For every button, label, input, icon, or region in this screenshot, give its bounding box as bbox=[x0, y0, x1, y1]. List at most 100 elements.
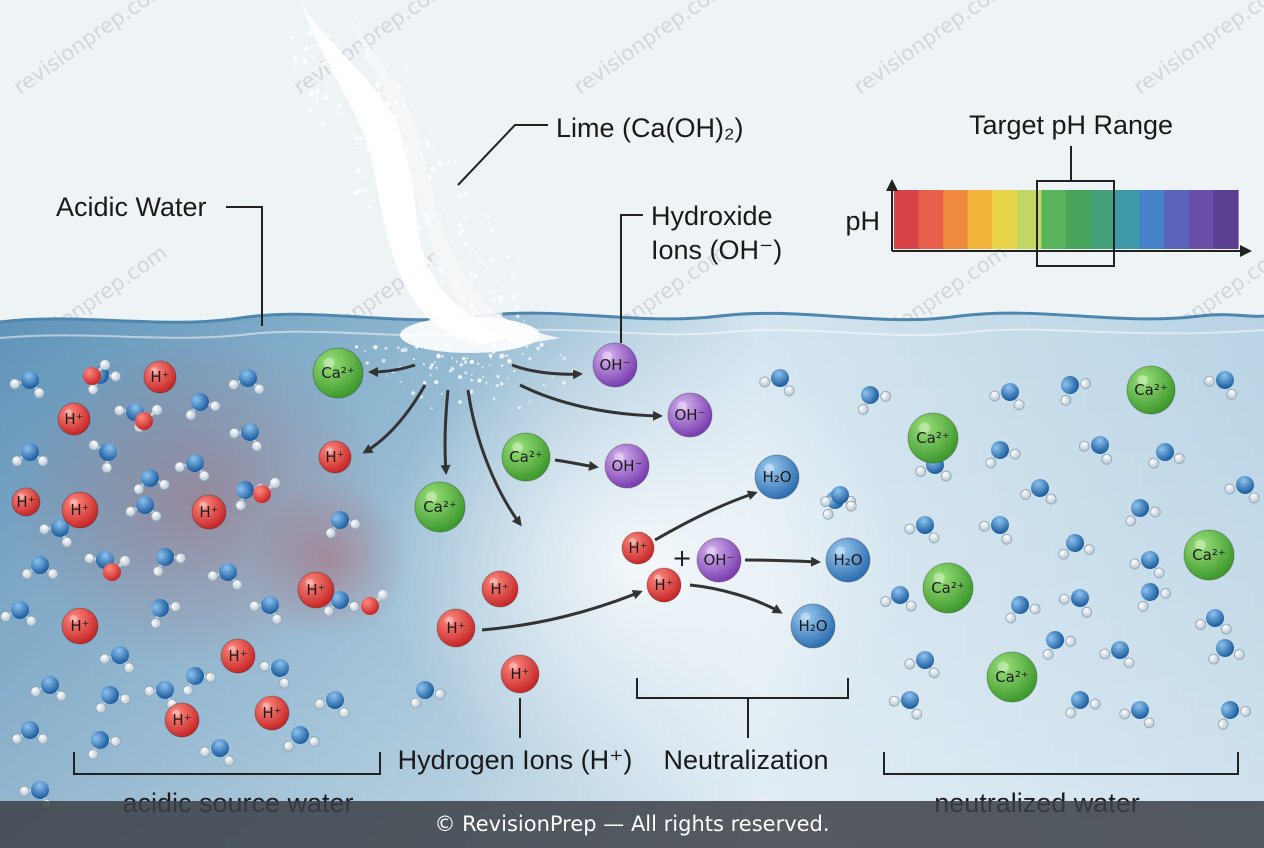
water-product: H₂O bbox=[754, 454, 800, 500]
lime-particle bbox=[351, 89, 355, 93]
hydrogen-ion-label: H⁺ bbox=[199, 503, 218, 521]
arrow-ca-to-oh bbox=[554, 458, 599, 471]
lime-particle bbox=[491, 344, 495, 347]
lime-particle bbox=[525, 345, 529, 349]
hydrogen-ion: H⁺ bbox=[254, 695, 290, 731]
ph-scale: pH bbox=[845, 179, 1252, 267]
lime-particle bbox=[458, 400, 462, 404]
water-molecule bbox=[11, 721, 49, 745]
water-molecule bbox=[143, 681, 178, 710]
water-molecule bbox=[1065, 691, 1101, 719]
lime-particle bbox=[377, 174, 382, 178]
calcium-ion: Ca²⁺ bbox=[907, 412, 959, 464]
water-molecule bbox=[820, 486, 857, 512]
lime-particle bbox=[496, 374, 500, 379]
lime-particle bbox=[432, 144, 435, 148]
calcium-ion-label: Ca²⁺ bbox=[931, 579, 965, 597]
lime-particle bbox=[302, 93, 305, 96]
lime-particle bbox=[425, 143, 430, 149]
lime-particle bbox=[382, 92, 385, 95]
hydrogen-ion-label: H⁺ bbox=[70, 617, 89, 635]
lime-particle bbox=[365, 54, 369, 59]
hydrogen-ion-label: H⁺ bbox=[150, 368, 169, 386]
lime-particle bbox=[472, 310, 477, 314]
ph-color-bar bbox=[894, 190, 1239, 249]
lime-particle bbox=[379, 223, 382, 226]
lime-particle bbox=[417, 225, 423, 231]
lime-particle bbox=[495, 383, 500, 388]
lime-powder-stream bbox=[282, 0, 576, 410]
lime-particle bbox=[448, 369, 452, 373]
ph-color-segment bbox=[1139, 190, 1165, 249]
lime-particle bbox=[542, 383, 545, 386]
lime-particle bbox=[496, 251, 499, 254]
water-molecule bbox=[985, 441, 1021, 469]
lime-particle bbox=[367, 129, 373, 135]
lime-particle bbox=[551, 376, 554, 379]
water-molecule bbox=[152, 548, 187, 577]
lime-particle bbox=[426, 275, 431, 279]
lime-particle bbox=[293, 61, 298, 66]
lime-particle bbox=[515, 305, 520, 310]
lime-particle bbox=[458, 375, 462, 379]
lime-particle bbox=[497, 311, 503, 317]
lime-particle bbox=[322, 94, 329, 100]
lime-particle bbox=[408, 267, 414, 273]
lime-particle bbox=[310, 109, 313, 112]
arrow-to-ca-1 bbox=[368, 363, 416, 377]
lime-particle bbox=[309, 45, 314, 50]
lime-particle bbox=[464, 371, 468, 375]
lime-leader bbox=[457, 124, 548, 186]
lime-particle bbox=[465, 287, 469, 291]
ph-color-segment bbox=[1066, 190, 1092, 249]
calcium-ion-label: Ca²⁺ bbox=[321, 364, 355, 382]
lime-particle bbox=[500, 364, 504, 367]
lime-particle bbox=[422, 381, 427, 385]
lime-particle bbox=[469, 389, 474, 394]
lime-particle bbox=[448, 231, 451, 234]
arrow-to-h bbox=[362, 384, 427, 454]
lime-particle bbox=[446, 160, 451, 165]
hydronium-molecule bbox=[135, 405, 162, 430]
hydrogen-ion: H⁺ bbox=[621, 531, 655, 565]
lime-particle bbox=[511, 294, 517, 300]
lime-particle bbox=[324, 82, 328, 85]
lime-particle bbox=[408, 180, 414, 186]
lime-particle bbox=[393, 115, 397, 119]
ph-color-segment bbox=[992, 190, 1018, 249]
lime-particle bbox=[336, 103, 342, 109]
water-molecule bbox=[88, 439, 117, 474]
lime-particle bbox=[393, 99, 399, 105]
lime-particle bbox=[470, 373, 473, 376]
hydroxide-leader bbox=[620, 214, 643, 343]
lime-particle bbox=[430, 363, 434, 367]
water-molecule bbox=[989, 383, 1025, 411]
water-molecule bbox=[1148, 443, 1185, 469]
calcium-ion-label: Ca²⁺ bbox=[916, 429, 950, 447]
hydrogen-ion-label: H⁺ bbox=[306, 581, 325, 599]
lime-particle bbox=[386, 375, 388, 377]
water-molecule bbox=[314, 691, 350, 719]
lime-particle bbox=[490, 357, 492, 359]
hydroxide-ion: OH⁻ bbox=[604, 443, 650, 489]
water-product: H₂O bbox=[825, 537, 871, 583]
copyright-footer: © RevisionPrep — All rights reserved. bbox=[0, 801, 1264, 848]
reaction-arrows bbox=[362, 363, 821, 632]
lime-particle bbox=[314, 98, 319, 103]
lime-particle bbox=[292, 56, 297, 61]
lime-particle bbox=[463, 192, 467, 196]
lime-particle bbox=[365, 146, 371, 152]
hydrogen-ion-label: H⁺ bbox=[628, 539, 647, 557]
calcium-ion: Ca²⁺ bbox=[1126, 365, 1176, 415]
calcium-ion: Ca²⁺ bbox=[501, 432, 551, 482]
water-molecule bbox=[1129, 551, 1165, 579]
lime-particle bbox=[500, 382, 504, 386]
lime-particle bbox=[506, 254, 511, 259]
lime-particle bbox=[401, 103, 406, 108]
water-molecule bbox=[207, 563, 243, 591]
lime-particle bbox=[500, 353, 505, 359]
hydrogen-ion-label: H⁺ bbox=[654, 576, 673, 594]
water-molecule bbox=[258, 659, 290, 689]
lime-particle bbox=[365, 361, 369, 365]
hydroxide-ion-label: OH⁻ bbox=[703, 551, 734, 569]
